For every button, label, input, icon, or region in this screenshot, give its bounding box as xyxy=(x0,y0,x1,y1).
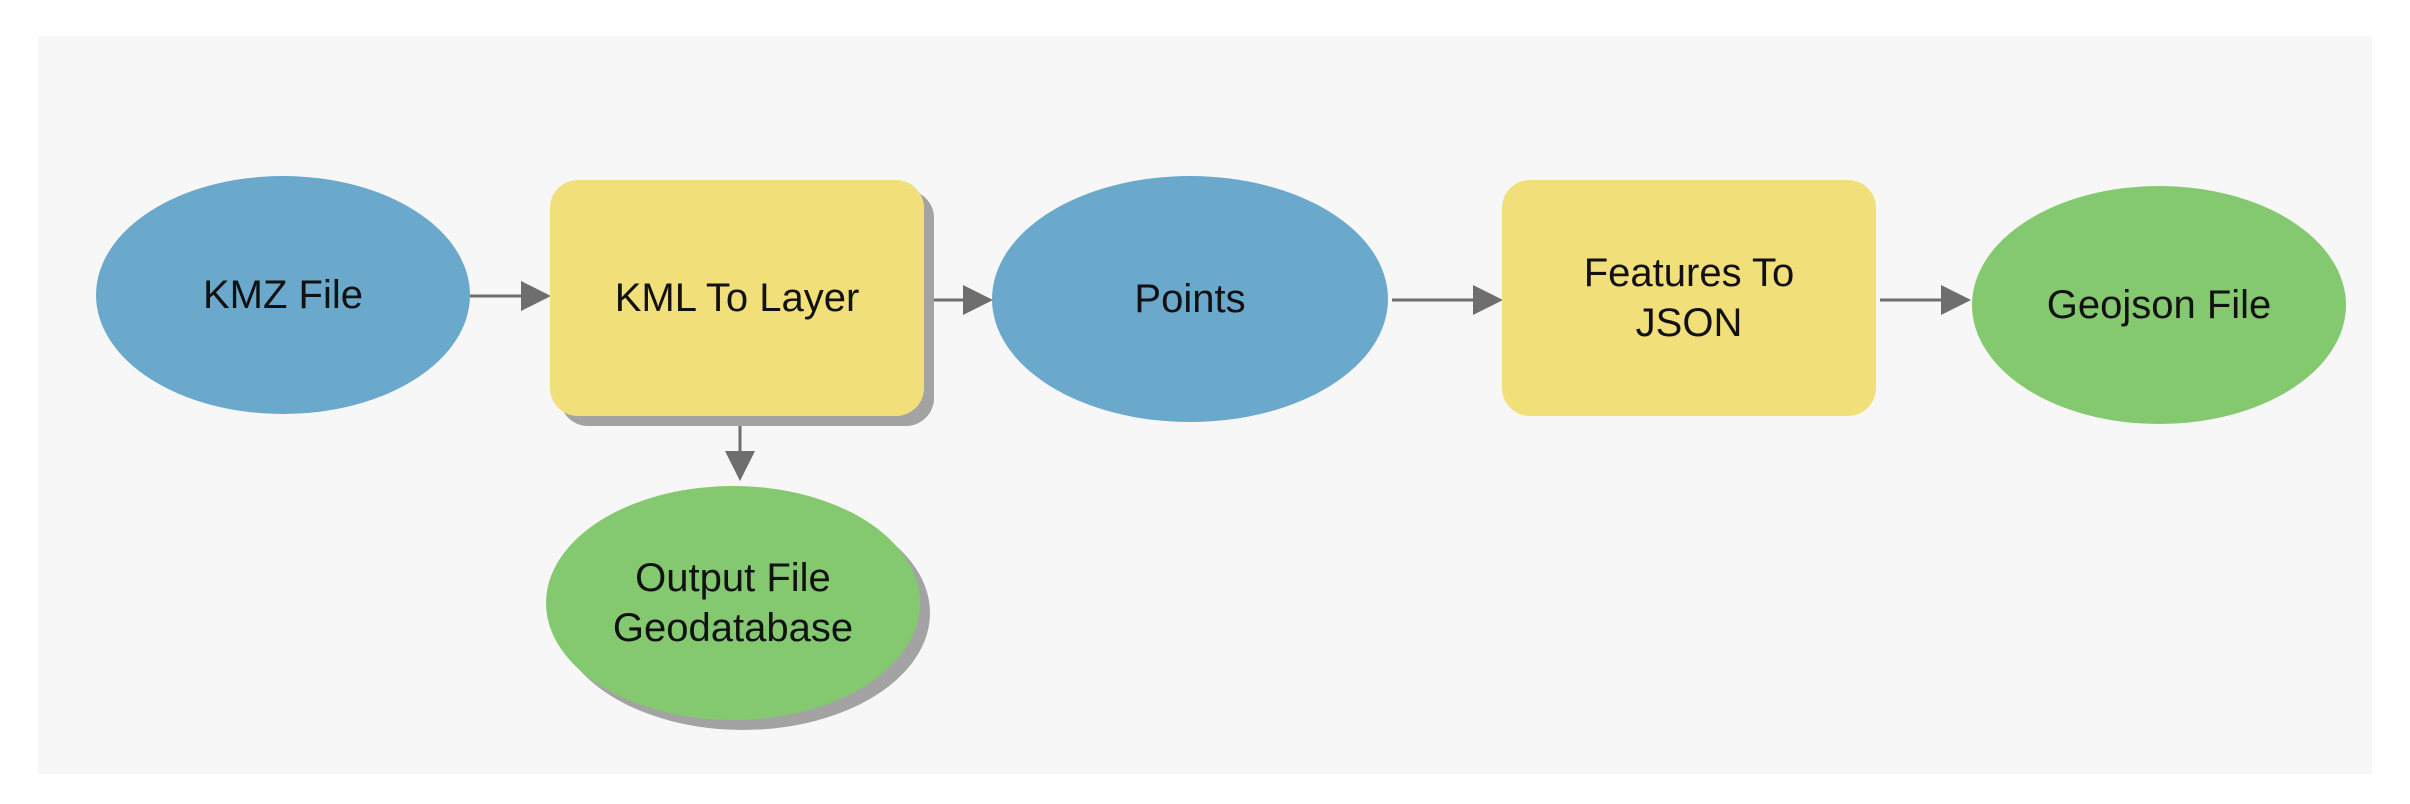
node-features-to-json-label: Features To JSON xyxy=(1583,251,1795,345)
node-geojson-file: Geojson File xyxy=(1972,186,2346,424)
node-output-file-geodatabase: Output File Geodatabase xyxy=(546,486,920,720)
node-features-to-json: Features To JSON xyxy=(1502,180,1876,416)
node-kmz-file: KMZ File xyxy=(96,176,470,414)
node-kml-to-layer: KML To Layer xyxy=(550,180,924,416)
node-kmz-file-label: KMZ File xyxy=(203,273,363,317)
node-kml-to-layer-label: KML To Layer xyxy=(614,276,860,320)
node-geojson-file-label: Geojson File xyxy=(2046,283,2272,327)
node-points-label: Points xyxy=(1134,277,1246,321)
node-points: Points xyxy=(992,176,1388,422)
node-output-file-geodatabase-label: Output File Geodatabase xyxy=(612,556,854,650)
